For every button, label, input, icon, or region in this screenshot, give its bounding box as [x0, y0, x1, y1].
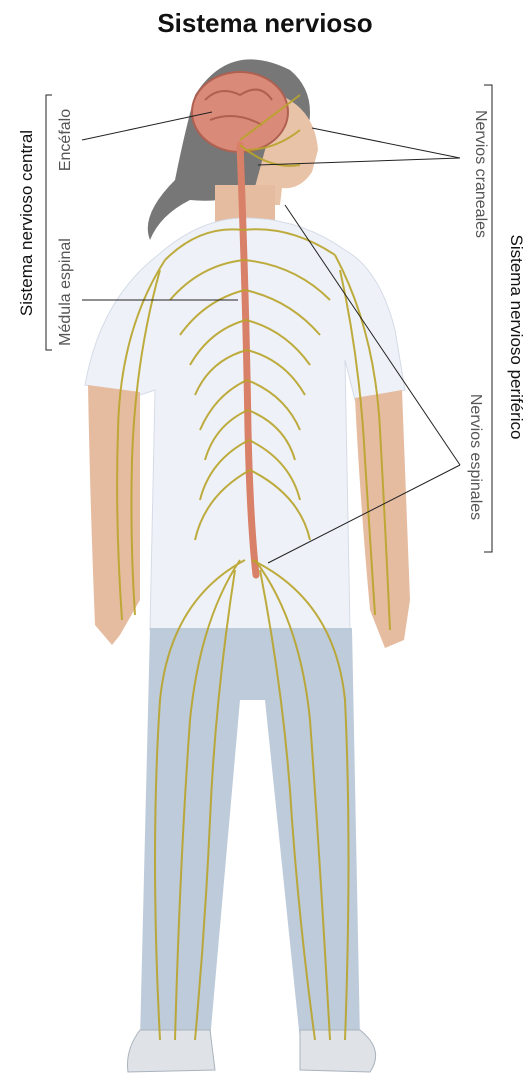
central-system-label: Sistema nervioso central — [17, 118, 39, 328]
brain-label: Encéfalo — [57, 90, 77, 190]
body-silhouette — [85, 59, 410, 1072]
spinal-nerves-label: Nervios espinales — [464, 382, 484, 532]
left-shoe — [128, 1030, 216, 1072]
cranial-leader-1 — [312, 128, 460, 158]
cranial-nerves-label: Nervios craneales — [469, 99, 489, 249]
spinal-cord-label: Médula espinal — [57, 232, 77, 352]
peripheral-system-label: Sistema nervioso periférico — [504, 217, 526, 457]
right-shoe — [300, 1030, 376, 1072]
central-bracket — [46, 95, 52, 350]
